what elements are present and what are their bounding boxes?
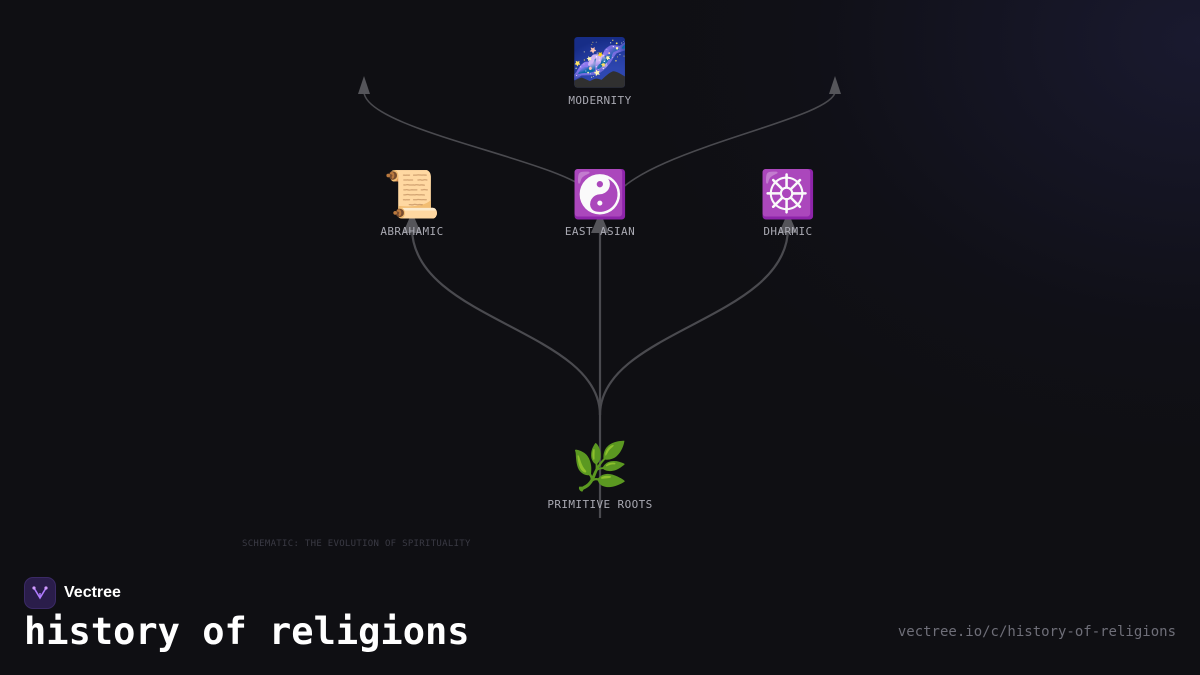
arrowhead-left-branch: [358, 76, 370, 94]
arrowhead-right-branch: [829, 76, 841, 94]
scroll-icon: 📜: [383, 167, 440, 221]
node-label-dharmic: DHARMIC: [763, 225, 812, 238]
arrowhead-abrahamic: [403, 212, 421, 233]
node-label-modernity: MODERNITY: [568, 94, 631, 107]
page-title: history of religions: [24, 610, 470, 653]
edge-east-asian-to-left-branch: [363, 91, 591, 193]
galaxy-icon: 🌌: [571, 35, 628, 89]
node-abrahamic[interactable]: 📜 ABRAHAMIC: [380, 167, 443, 238]
dharma-wheel-icon: ☸️: [759, 167, 816, 221]
herb-icon: 🌿: [571, 439, 628, 493]
node-label-east-asian: EAST ASIAN: [565, 225, 635, 238]
edge-root-to-abrahamic: [410, 227, 602, 416]
arrowhead-east-asian: [591, 212, 609, 233]
node-modernity[interactable]: 🌌 MODERNITY: [568, 35, 631, 107]
brand-name: Vectree: [64, 584, 121, 601]
edge-root-to-dharmic: [598, 227, 790, 416]
vectree-logo-icon: [24, 577, 56, 609]
arrowhead-dharmic: [779, 212, 797, 233]
yin-yang-icon: ☯️: [571, 167, 628, 221]
page-url[interactable]: vectree.io/c/history-of-religions: [897, 624, 1176, 640]
node-label-primitive-roots: PRIMITIVE ROOTS: [547, 498, 652, 511]
node-east-asian[interactable]: ☯️ EAST ASIAN: [565, 167, 635, 238]
node-label-abrahamic: ABRAHAMIC: [380, 225, 443, 238]
node-primitive-roots[interactable]: 🌿 PRIMITIVE ROOTS: [547, 439, 652, 511]
brand[interactable]: Vectree: [24, 577, 121, 609]
node-dharmic[interactable]: ☸️ DHARMIC: [759, 167, 816, 238]
edge-east-asian-to-right-branch: [611, 91, 836, 201]
diagram-caption: SCHEMATIC: THE EVOLUTION OF SPIRITUALITY: [242, 539, 471, 549]
